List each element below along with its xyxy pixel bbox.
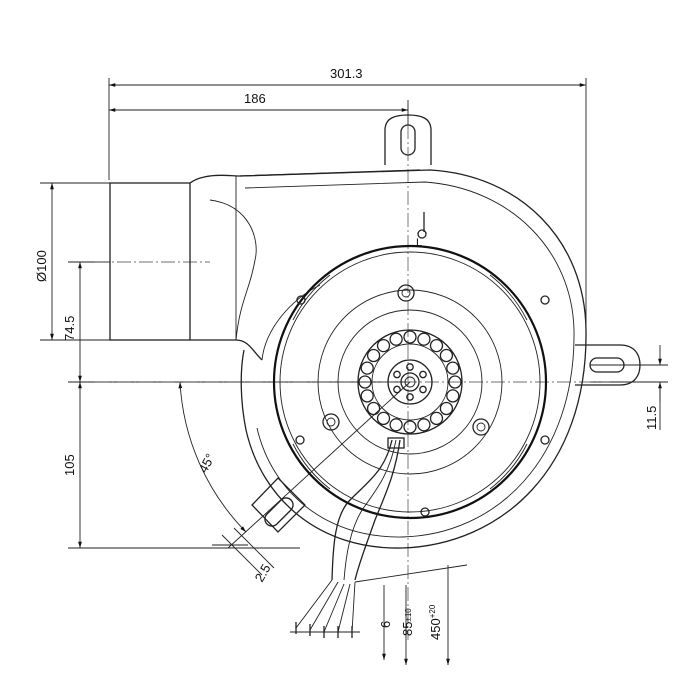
wire-lead — [323, 583, 345, 633]
impeller-vent-hole — [439, 348, 454, 363]
outlet-duct — [109, 169, 421, 361]
dim-wire-strip: 6 — [378, 621, 393, 628]
impeller-vent-hole — [389, 332, 403, 346]
mounting-bracket-bottom — [251, 477, 306, 533]
impeller-vent-hole — [376, 411, 391, 426]
mounting-screws — [295, 229, 550, 517]
impeller-vent-hole — [360, 361, 374, 375]
dim-outlet-diameter: Ø100 — [34, 250, 49, 282]
dim-wire-length-b-value: 450 — [428, 618, 443, 640]
impeller-vent-hole — [403, 420, 417, 434]
dim-wire-length-b: 450+20 — [428, 604, 443, 640]
impeller-vent-hole — [417, 332, 431, 346]
dim-overall-width: 301.3 — [330, 66, 363, 81]
impeller-vent-hole — [358, 375, 372, 389]
hub-bolt — [406, 363, 414, 371]
dimension-lines — [40, 78, 668, 665]
center-lines — [95, 125, 610, 640]
wire-lead — [309, 581, 339, 631]
cable — [331, 437, 405, 581]
wire-lead — [337, 583, 351, 633]
wire-leads — [295, 579, 356, 638]
wire-lead — [295, 579, 333, 629]
impeller-vent-hole — [376, 338, 391, 353]
rotation-marker: L — [416, 212, 425, 249]
dim-outlet-offset: 74.5 — [62, 316, 77, 341]
dim-center-offset: 186 — [244, 91, 266, 106]
dim-lower-height: 105 — [62, 454, 77, 476]
impeller-vent-hole — [446, 361, 460, 375]
hub-bolt — [419, 370, 427, 379]
dim-wire-length-a-tol: ±10 — [404, 608, 413, 622]
wire-lead — [351, 581, 356, 633]
hub-bolts — [393, 363, 427, 401]
dimension-texts: 301.3 186 Ø100 74.5 105 11.5 45° 2.5 6 8… — [34, 66, 659, 640]
motor-assembly — [272, 244, 548, 520]
impeller-vent-hole — [389, 418, 403, 432]
dim-bracket-offset: 11.5 — [644, 406, 659, 430]
dim-angle: 45° — [195, 451, 217, 475]
impeller-vent-hole — [429, 338, 444, 353]
impeller-vent-hole — [417, 418, 431, 432]
dim-wire-length-b-tol: +20 — [428, 604, 437, 618]
impeller-vent-hole — [360, 389, 374, 403]
hub-bolt — [393, 370, 401, 379]
dim-wire-length-a: 85±10 — [400, 608, 415, 636]
rotation-label: L — [416, 237, 422, 249]
hub-bolt — [393, 385, 401, 394]
impeller-vent-hole — [429, 411, 444, 426]
impeller-vent-hole — [403, 330, 417, 344]
impeller-vent-hole — [439, 401, 454, 416]
impeller-vent-hole — [366, 348, 381, 363]
mounting-bracket-right — [575, 344, 641, 386]
impeller-vent-hole — [366, 401, 381, 416]
impeller-vents — [358, 330, 462, 434]
impeller-vent-hole — [446, 389, 460, 403]
hub-bolt — [406, 393, 414, 401]
mounting-bracket-top — [384, 114, 432, 165]
dim-wire-length-a-value: 85 — [400, 622, 415, 636]
impeller-vent-hole — [448, 375, 462, 389]
hub-bolt — [419, 385, 427, 394]
